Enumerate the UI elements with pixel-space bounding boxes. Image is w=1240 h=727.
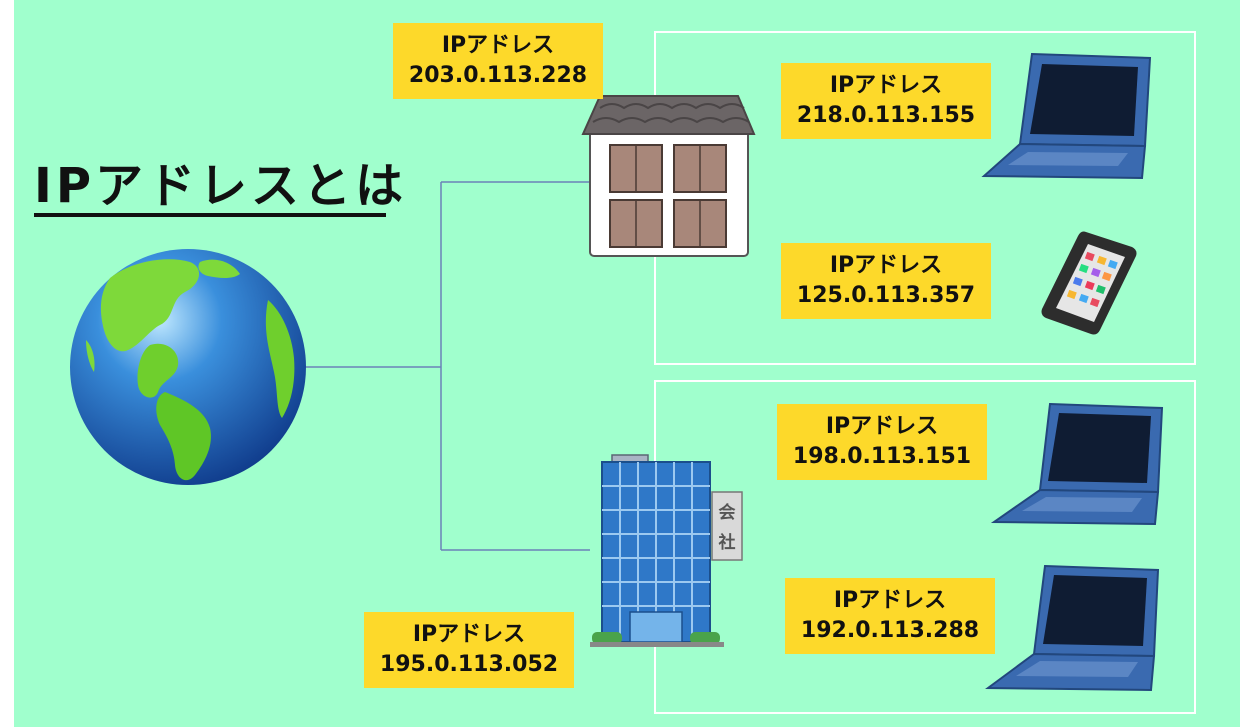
page-title: IPアドレスとは	[34, 158, 408, 214]
office-laptop2-ip-caption: IPアドレス	[833, 588, 947, 613]
laptop-icon	[981, 52, 1152, 180]
home-laptop-ip-address: 218.0.113.155	[796, 103, 976, 128]
home-phone-ip-label: IPアドレス 125.0.113.357	[781, 243, 991, 319]
home-ip-address: 203.0.113.228	[408, 63, 588, 88]
office-laptop1-ip-caption: IPアドレス	[825, 414, 939, 439]
office-laptop1-ip-label: IPアドレス 198.0.113.151	[777, 404, 987, 480]
home-phone-ip-caption: IPアドレス	[829, 253, 943, 278]
title-underline	[34, 213, 386, 217]
home-phone-ip-address: 125.0.113.357	[796, 283, 976, 308]
home-ip-label: IPアドレス 203.0.113.228	[393, 23, 603, 99]
office-laptop2-ip-label: IPアドレス 192.0.113.288	[785, 578, 995, 654]
smartphone-icon	[1041, 231, 1137, 335]
home-laptop-ip-label: IPアドレス 218.0.113.155	[781, 63, 991, 139]
office-ip-caption: IPアドレス	[412, 622, 526, 647]
office-laptop2-ip-address: 192.0.113.288	[800, 618, 980, 643]
home-ip-caption: IPアドレス	[441, 33, 555, 58]
laptop-icon	[990, 402, 1164, 526]
sign-char-1: 会	[719, 502, 736, 523]
home-laptop-ip-caption: IPアドレス	[829, 73, 943, 98]
office-ip-label: IPアドレス 195.0.113.052	[364, 612, 574, 688]
laptop-icon	[985, 564, 1160, 692]
office-ip-address: 195.0.113.052	[379, 652, 559, 677]
sign-char-2: 社	[718, 532, 736, 553]
office-laptop1-ip-address: 198.0.113.151	[792, 444, 972, 469]
